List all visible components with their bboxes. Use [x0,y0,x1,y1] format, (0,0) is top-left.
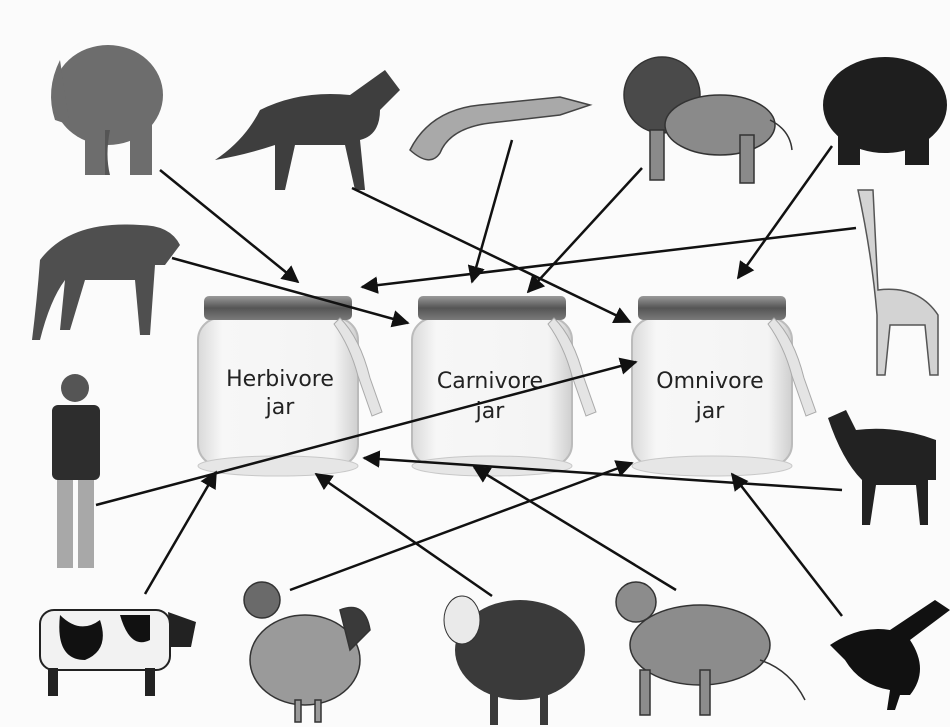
jar-base [632,456,792,476]
crow-icon [830,600,950,710]
jar-carnivore: Carnivore jar [412,296,596,476]
jar-base [198,456,358,476]
fox-icon [215,70,400,190]
jar-label-line1: Omnivore [656,369,763,394]
sheep-icon [444,596,585,725]
arrow-lion-carnivore [528,168,642,292]
jar-lid [418,296,566,320]
giraffe-icon [858,190,938,375]
arrow-crocodile-carnivore [472,140,512,282]
hyena-icon [32,224,180,340]
arrow-hen-omnivore [290,463,632,590]
boy-icon [52,374,100,568]
crocodile-icon [410,97,590,160]
cow-icon [40,610,196,696]
cheetah-icon [616,582,805,715]
bear-icon [823,57,947,165]
lion-icon [624,57,792,183]
arrow-giraffe-herbivore [362,228,856,287]
hen-icon [244,582,370,722]
jar-lid [638,296,786,320]
jar-herbivore: Herbivore jar [198,296,382,476]
jar-lid [204,296,352,320]
arrow-crow-omnivore [732,474,842,616]
jar-label-line2: jar [265,395,296,420]
jar-label-line1: Herbivore [226,367,334,392]
elephant-icon [51,45,163,175]
arrow-sheep-herbivore [316,474,492,596]
jar-omnivore: Omnivore jar [632,296,816,476]
jar-body [198,318,358,466]
goat-icon [828,410,936,525]
jar-label-line2: jar [695,399,726,424]
